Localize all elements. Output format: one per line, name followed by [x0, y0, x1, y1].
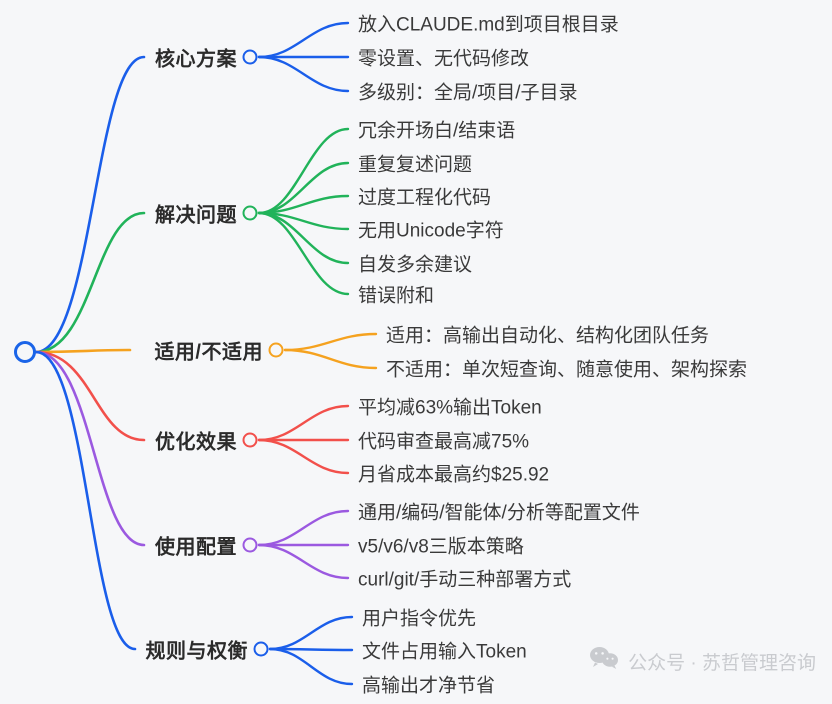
edge-使用配置-leaf-0 — [257, 509, 350, 547]
edge-规则与权衡-leaf-0 — [268, 615, 354, 651]
wechat-icon — [589, 646, 619, 676]
edge-核心方案-leaf-2 — [257, 55, 350, 93]
edge-解决问题-leaf-1 — [257, 161, 350, 215]
branch-node-规则与权衡[interactable] — [253, 641, 269, 657]
leaf-label[interactable]: 放入CLAUDE.md到项目根目录 — [358, 14, 619, 36]
branch-node-优化效果[interactable] — [242, 432, 258, 448]
leaf-label[interactable]: 代码审查最高减75% — [358, 431, 530, 453]
edge-解决问题-leaf-5 — [257, 211, 350, 296]
leaf-label[interactable]: 过度工程化代码 — [358, 187, 492, 209]
branch-node-解决问题[interactable] — [242, 205, 258, 221]
branch-label-使用配置[interactable]: 使用配置 — [155, 536, 237, 559]
leaf-label[interactable]: 月省成本最高约$25.92 — [358, 464, 550, 486]
branch-node-适用-不适用[interactable] — [268, 342, 284, 358]
edge-root-to-规则与权衡 — [34, 350, 137, 651]
edge-使用配置-leaf-2 — [257, 543, 350, 580]
leaf-label[interactable]: 自发多余建议 — [358, 254, 473, 276]
branch-label-优化效果[interactable]: 优化效果 — [155, 431, 237, 454]
edge-root-to-优化效果 — [34, 350, 146, 442]
branch-label-解决问题[interactable]: 解决问题 — [155, 204, 237, 227]
edge-优化效果-leaf-2 — [257, 438, 350, 475]
edge-解决问题-leaf-0 — [257, 127, 350, 215]
edge-root-to-解决问题 — [34, 211, 146, 354]
leaf-label[interactable]: 冗余开场白/结束语 — [358, 120, 516, 142]
watermark: 公众号 · 苏哲管理咨询 — [589, 646, 816, 676]
leaf-label[interactable]: 平均减63%输出Token — [358, 397, 542, 419]
leaf-label[interactable]: 通用/编码/智能体/分析等配置文件 — [358, 502, 640, 524]
edge-优化效果-leaf-0 — [257, 404, 350, 442]
branch-label-核心方案[interactable]: 核心方案 — [155, 48, 237, 71]
leaf-label[interactable]: 适用：高输出自动化、结构化团队任务 — [386, 325, 710, 347]
leaf-label[interactable]: 高输出才净节省 — [362, 675, 496, 697]
edge-root-to-适用-不适用 — [34, 348, 132, 354]
edge-适用-不适用-leaf-0 — [283, 332, 378, 352]
edge-root-to-核心方案 — [34, 55, 146, 354]
branch-label-适用-不适用[interactable]: 适用/不适用 — [154, 341, 263, 364]
leaf-label[interactable]: 不适用：单次短查询、随意使用、架构探索 — [386, 359, 748, 381]
leaf-label[interactable]: curl/git/手动三种部署方式 — [358, 569, 572, 591]
branch-label-规则与权衡[interactable]: 规则与权衡 — [145, 640, 248, 663]
leaf-label[interactable]: 多级别：全局/项目/子目录 — [358, 82, 578, 104]
leaf-label[interactable]: v5/v6/v8三版本策略 — [358, 536, 524, 558]
root-node[interactable] — [14, 341, 36, 363]
leaf-label[interactable]: 错误附和 — [358, 285, 435, 307]
edge-规则与权衡-leaf-2 — [268, 647, 354, 686]
edge-核心方案-leaf-0 — [257, 21, 350, 59]
leaf-label[interactable]: 重复复述问题 — [358, 154, 473, 176]
edge-root-to-使用配置 — [34, 350, 146, 547]
branch-node-使用配置[interactable] — [242, 537, 258, 553]
leaf-label[interactable]: 无用Unicode字符 — [358, 220, 504, 242]
watermark-text: 公众号 · 苏哲管理咨询 — [628, 652, 816, 674]
leaf-label[interactable]: 文件占用输入Token — [362, 641, 527, 663]
leaf-label[interactable]: 零设置、无代码修改 — [358, 48, 530, 70]
edge-适用-不适用-leaf-1 — [283, 348, 378, 370]
branch-node-核心方案[interactable] — [242, 49, 258, 65]
leaf-label[interactable]: 用户指令优先 — [362, 608, 477, 630]
